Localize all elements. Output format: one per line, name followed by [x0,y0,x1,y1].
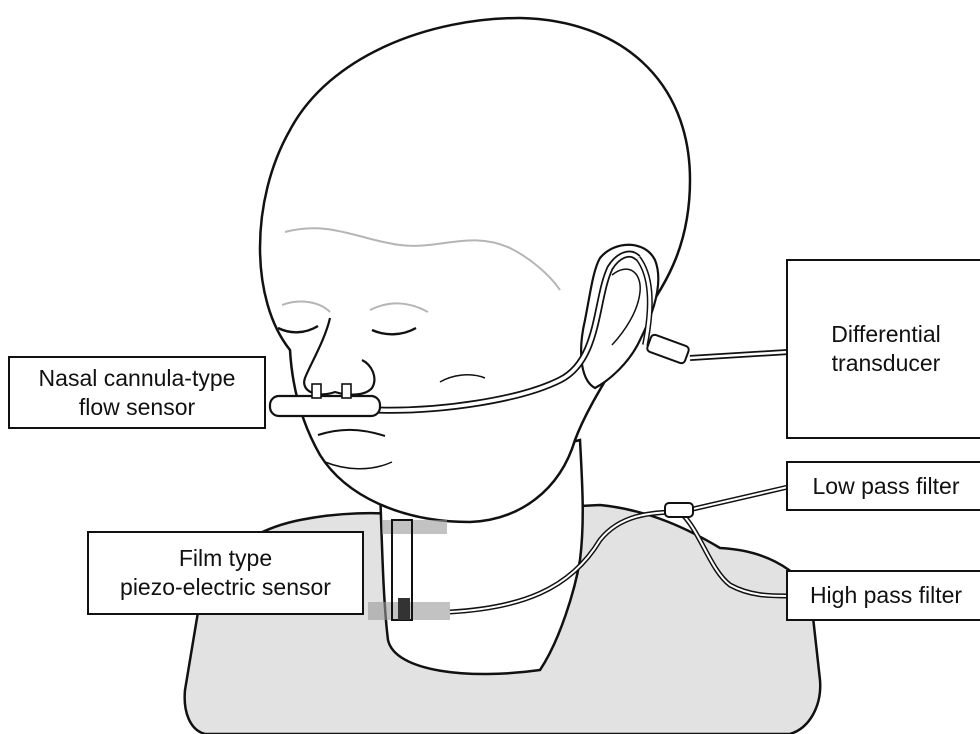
label-high-pass-filter: High pass filter [786,570,980,621]
label-film-piezo-sensor: Film type piezo-electric sensor [87,531,364,615]
label-differential-transducer: Differential transducer [786,259,980,439]
label-differential-line2: transducer [832,349,941,378]
piezo-sensor-pad [398,598,410,620]
label-film-line2: piezo-electric sensor [120,573,331,602]
label-film-line1: Film type [179,544,272,573]
nasal-prong-right [342,384,351,398]
wire-splitter [665,503,693,517]
label-differential-line1: Differential [831,320,941,349]
label-nasal-line1: Nasal cannula-type [39,364,236,393]
nasal-prong-left [312,384,321,398]
label-nasal-cannula-flow-sensor: Nasal cannula-type flow sensor [8,356,266,429]
transducer-connector [646,334,690,365]
label-low-pass-filter: Low pass filter [786,461,980,511]
label-low-pass-text: Low pass filter [812,472,959,501]
label-high-pass-text: High pass filter [810,581,962,610]
label-nasal-line2: flow sensor [79,393,195,422]
nasal-cannula-body [270,396,380,416]
